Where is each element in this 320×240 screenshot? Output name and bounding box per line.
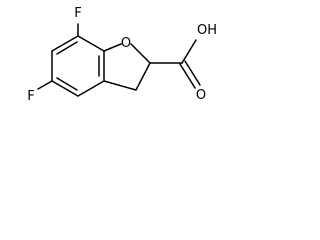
atom-label-ring-oxygen: O — [121, 36, 131, 51]
bond-ccooh-o-double-a — [179, 63, 196, 89]
bond-c2-c3 — [135, 62, 151, 91]
bond-o-c2 — [130, 43, 151, 64]
bond-c7-c7a — [77, 35, 105, 52]
bond-c3-c3a — [103, 80, 137, 91]
atom-label-fluorine-top: F — [74, 6, 81, 21]
molecule-canvas: F F O OH O — [0, 0, 250, 138]
bond-c6-c7-inner — [56, 41, 78, 55]
atom-label-fluorine-left: F — [27, 89, 34, 104]
atom-label-carbonyl-oxygen: O — [196, 88, 206, 103]
atom-label-hydroxyl: OH — [197, 23, 217, 38]
skeletal-structure-diagram: F F O OH O — [27, 6, 217, 104]
bond-c6-c7 — [51, 35, 79, 52]
bond-c5-f — [37, 80, 53, 90]
bond-ccooh-o-double-b — [184, 60, 201, 86]
bond-c3a-c4 — [77, 80, 105, 97]
bond-ccooh-oh — [181, 39, 197, 64]
bond-c4-c5-inner — [56, 77, 78, 91]
bond-c7a-o — [103, 43, 122, 52]
bond-c4-c5 — [51, 80, 79, 97]
